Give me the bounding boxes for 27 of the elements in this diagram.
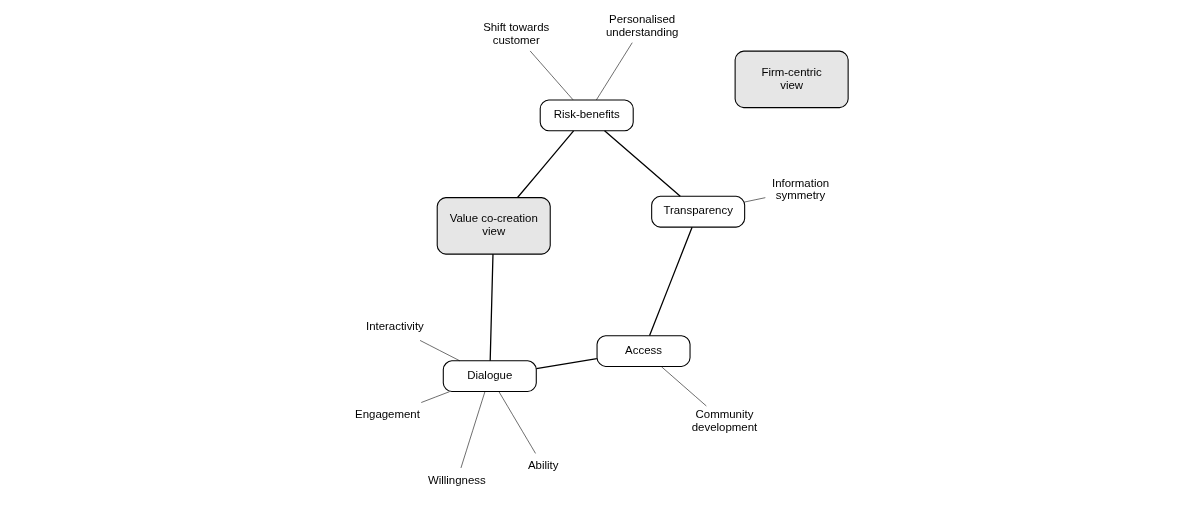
connector xyxy=(603,130,681,197)
node-box: Transparency xyxy=(651,195,746,228)
node-text: Community development xyxy=(691,408,758,434)
connector xyxy=(661,366,707,407)
connector xyxy=(489,253,494,362)
connector xyxy=(535,358,598,370)
node-text: Ability xyxy=(527,459,559,472)
node-text: Engagement xyxy=(355,408,420,421)
node-box: Risk-benefits xyxy=(539,99,634,132)
connector xyxy=(419,340,461,362)
connector xyxy=(498,391,536,454)
connector xyxy=(516,130,575,199)
node-text: Interactivity xyxy=(365,320,424,333)
connector xyxy=(596,42,633,101)
connector xyxy=(529,50,574,101)
node-text: Personalised understanding xyxy=(605,13,679,38)
node-text: Willingness xyxy=(427,473,486,486)
node-box: Value co-creation view xyxy=(436,197,551,255)
node-box: Access xyxy=(596,335,691,367)
connector xyxy=(744,197,766,203)
node-box: Dialogue xyxy=(442,360,537,393)
connector xyxy=(460,391,486,469)
node-box: Firm-centric view xyxy=(734,50,849,109)
node-text: Shift towards customer xyxy=(483,21,550,47)
connector xyxy=(648,226,693,337)
connector xyxy=(420,391,450,403)
node-text: Information symmetry xyxy=(771,176,830,202)
